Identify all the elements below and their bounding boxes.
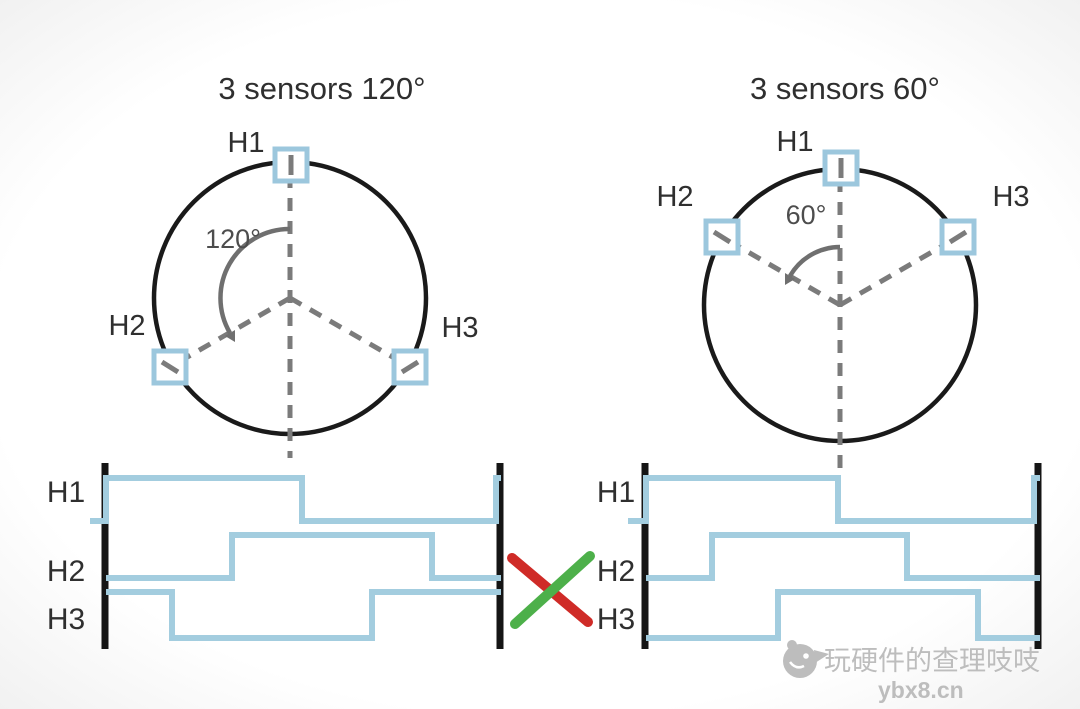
waveform-h2-60: [646, 532, 1040, 581]
watermark: 玩硬件的查理吱吱 ybx8.cn: [783, 640, 1040, 703]
dashed-axis-h3-120: [288, 295, 412, 370]
panel-60: 3 sensors 60° 60° H1 H2 H3: [656, 71, 1030, 472]
cross-mark: [507, 551, 595, 629]
sensor-label-h1-60: H1: [776, 126, 813, 158]
watermark-site: ybx8.cn: [878, 677, 964, 703]
timing-label-h1-60: H1: [597, 476, 635, 509]
watermark-name: 玩硬件的查理吱吱: [824, 646, 1040, 676]
timing-diagram-120: H1 H2 H3: [47, 463, 504, 649]
timing-label-h2-60: H2: [597, 555, 635, 588]
sensor-dash-h3-60: [948, 229, 968, 245]
chicken-logo-icon: [783, 640, 829, 678]
waveform-h3-60: [646, 589, 1040, 641]
panel-120: 3 sensors 120° 120° H1 H2 H3: [108, 71, 479, 458]
timing-label-h3-60: H3: [597, 603, 635, 636]
angle-value-60: 60°: [786, 200, 827, 230]
timing-diagram-60: H1 H2 H3: [597, 463, 1042, 649]
sensor-dash-h2-60: [712, 229, 732, 245]
timing-label-h2-120: H2: [47, 555, 85, 588]
angle-arc-arrow-60: [785, 273, 795, 285]
panel-60-title: 3 sensors 60°: [750, 71, 940, 106]
sensor-label-h3-120: H3: [441, 312, 478, 344]
waveform-h2-120: [106, 532, 501, 581]
timing-label-h3-120: H3: [47, 603, 85, 636]
angle-value-120: 120°: [205, 224, 261, 254]
sensor-label-h3-60: H3: [992, 181, 1029, 213]
timing-label-h1-120: H1: [47, 476, 85, 509]
waveform-h1-120: [90, 475, 501, 524]
sensor-label-h2-120: H2: [108, 310, 145, 342]
waveform-h1-60: [628, 475, 1040, 524]
cross-mark-green-stroke: [510, 551, 595, 629]
panel-120-title: 3 sensors 120°: [218, 71, 425, 106]
hall-sensor-box-h1-120: [272, 146, 310, 184]
sensor-dash-h2-120: [160, 359, 180, 375]
sensor-dash-h3-120: [400, 359, 420, 375]
sensor-label-h1-120: H1: [227, 127, 264, 159]
angle-arc-60: [788, 244, 841, 278]
sensor-label-h2-60: H2: [656, 181, 693, 213]
angle-arc-120: [218, 226, 291, 335]
angle-arc-arrow-120: [225, 330, 235, 342]
waveform-h3-120: [106, 589, 501, 641]
